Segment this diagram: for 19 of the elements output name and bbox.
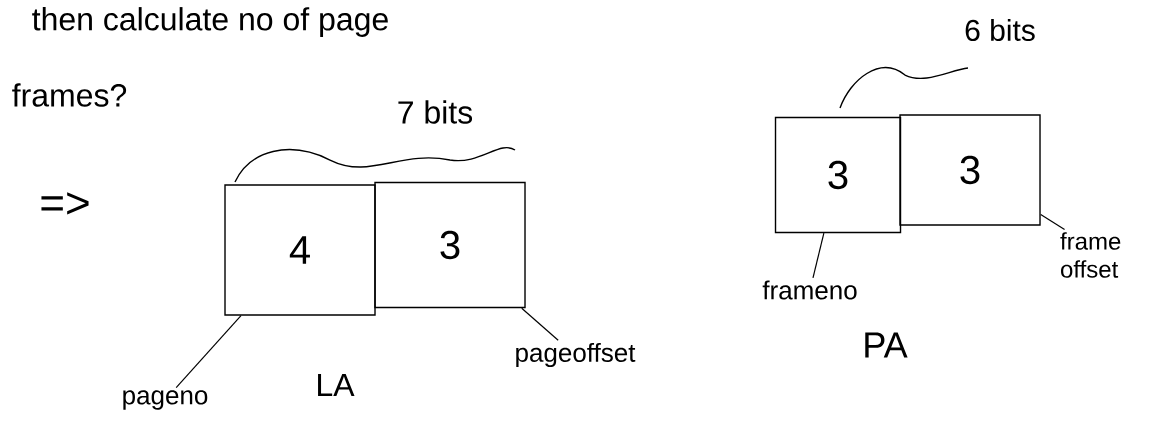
field-label: pageoffset (516, 342, 636, 368)
leader-line (1040, 213, 1066, 231)
leader-line (812, 232, 825, 279)
field-label: pageno (123, 390, 208, 410)
leader-line (521, 307, 559, 341)
bit-field-cell: 3 (374, 181, 526, 309)
field-label: frame offset (1060, 232, 1121, 278)
note-text: 7 bits (398, 100, 473, 124)
bit-field-cell: 3 (774, 116, 902, 234)
field-label: frameno (762, 280, 857, 300)
bit-field-cell: 4 (224, 184, 376, 316)
bit-field-cell: 3 (899, 114, 1041, 226)
note-text: LA (318, 374, 355, 396)
leader-line (175, 315, 242, 389)
note-text: frames? (12, 83, 127, 107)
note-text: => (41, 192, 89, 215)
note-text: 6 bits (965, 19, 1035, 41)
note-text: PA (865, 332, 908, 358)
note-text: then calculate no of page (32, 7, 388, 37)
